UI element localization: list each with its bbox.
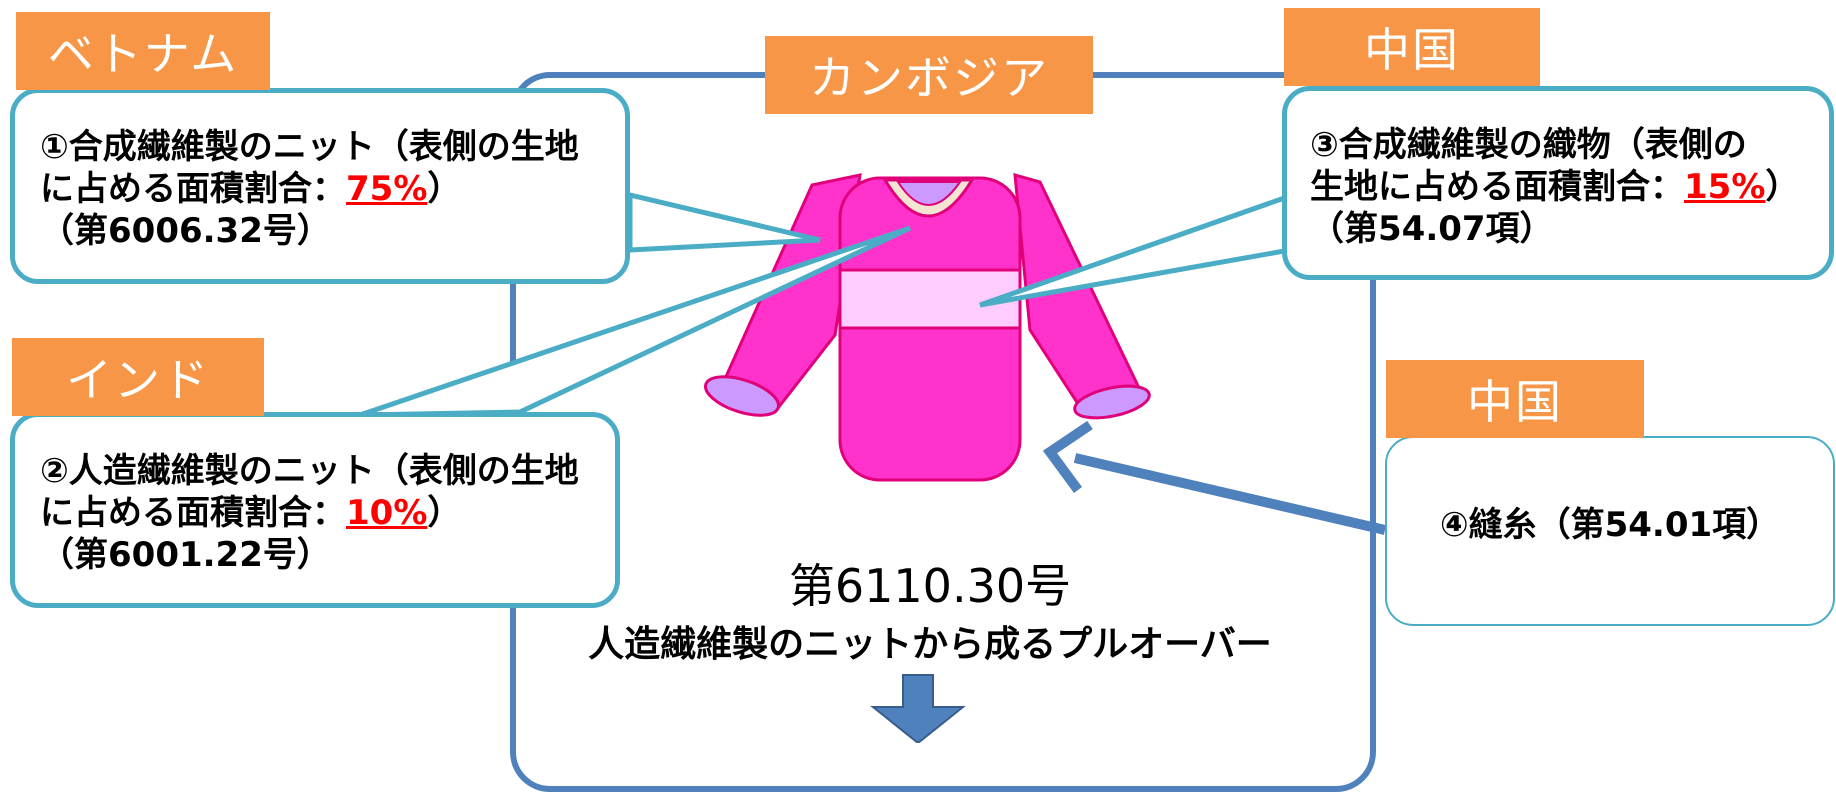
percentage-value: 15% <box>1684 167 1766 207</box>
callout-1-line2: に占める面積割合：75%） <box>40 169 462 209</box>
country-tag-india: インド <box>12 338 264 416</box>
callout-4-label: ④縫糸（第54.01項） <box>1439 505 1781 545</box>
callout-2-line1: ②人造繊維製のニット（表側の生地 <box>40 451 579 491</box>
country-tag-cambodia: カンボジア <box>765 36 1093 114</box>
pointer-arrow-icon <box>1042 420 1387 535</box>
callout-1-line1: ①合成繊維製のニット（表側の生地 <box>40 127 579 167</box>
callout-3-line1: ③合成繊維製の織物（表側の <box>1310 125 1747 165</box>
country-tag-china-1: 中国 <box>1284 8 1540 86</box>
callout-3-text: ③合成繊維製の織物（表側の 生地に占める面積割合：15%） （第54.07項） <box>1310 124 1830 250</box>
callout-1-line3: （第6006.32号） <box>40 211 331 251</box>
callout-1 <box>10 88 630 284</box>
callout-3-line2: 生地に占める面積割合：15%） <box>1310 167 1800 207</box>
hs-code: 第6110.30号 <box>788 559 1072 613</box>
callout-2-line3: （第6001.22号） <box>40 535 331 575</box>
diagram: カンボジア ①合成繊維製のニット（表側の生地 に占める面積割合：75%） （第6… <box>10 8 1835 792</box>
percentage-value: 10% <box>346 493 428 533</box>
down-arrow-icon <box>870 674 966 743</box>
product-description: 人造繊維製のニットから成るプルオーバー <box>588 624 1272 665</box>
callout-3 <box>1282 86 1834 280</box>
callout-1-text: ①合成繊維製のニット（表側の生地 に占める面積割合：75%） （第6006.32… <box>40 126 630 252</box>
callout-2-line2: に占める面積割合：10%） <box>40 493 462 533</box>
callout-3-line3: （第54.07項） <box>1310 209 1554 249</box>
percentage-value: 75% <box>346 169 428 209</box>
country-tag-vietnam: ベトナム <box>16 12 270 90</box>
callout-2 <box>10 412 620 608</box>
garment-illustration <box>359 172 1387 743</box>
callout-2-text: ②人造繊維製のニット（表側の生地 に占める面積割合：10%） （第6001.22… <box>40 450 620 576</box>
country-tag-china-2: 中国 <box>1386 360 1644 438</box>
callout-pointer-1 <box>627 191 821 253</box>
